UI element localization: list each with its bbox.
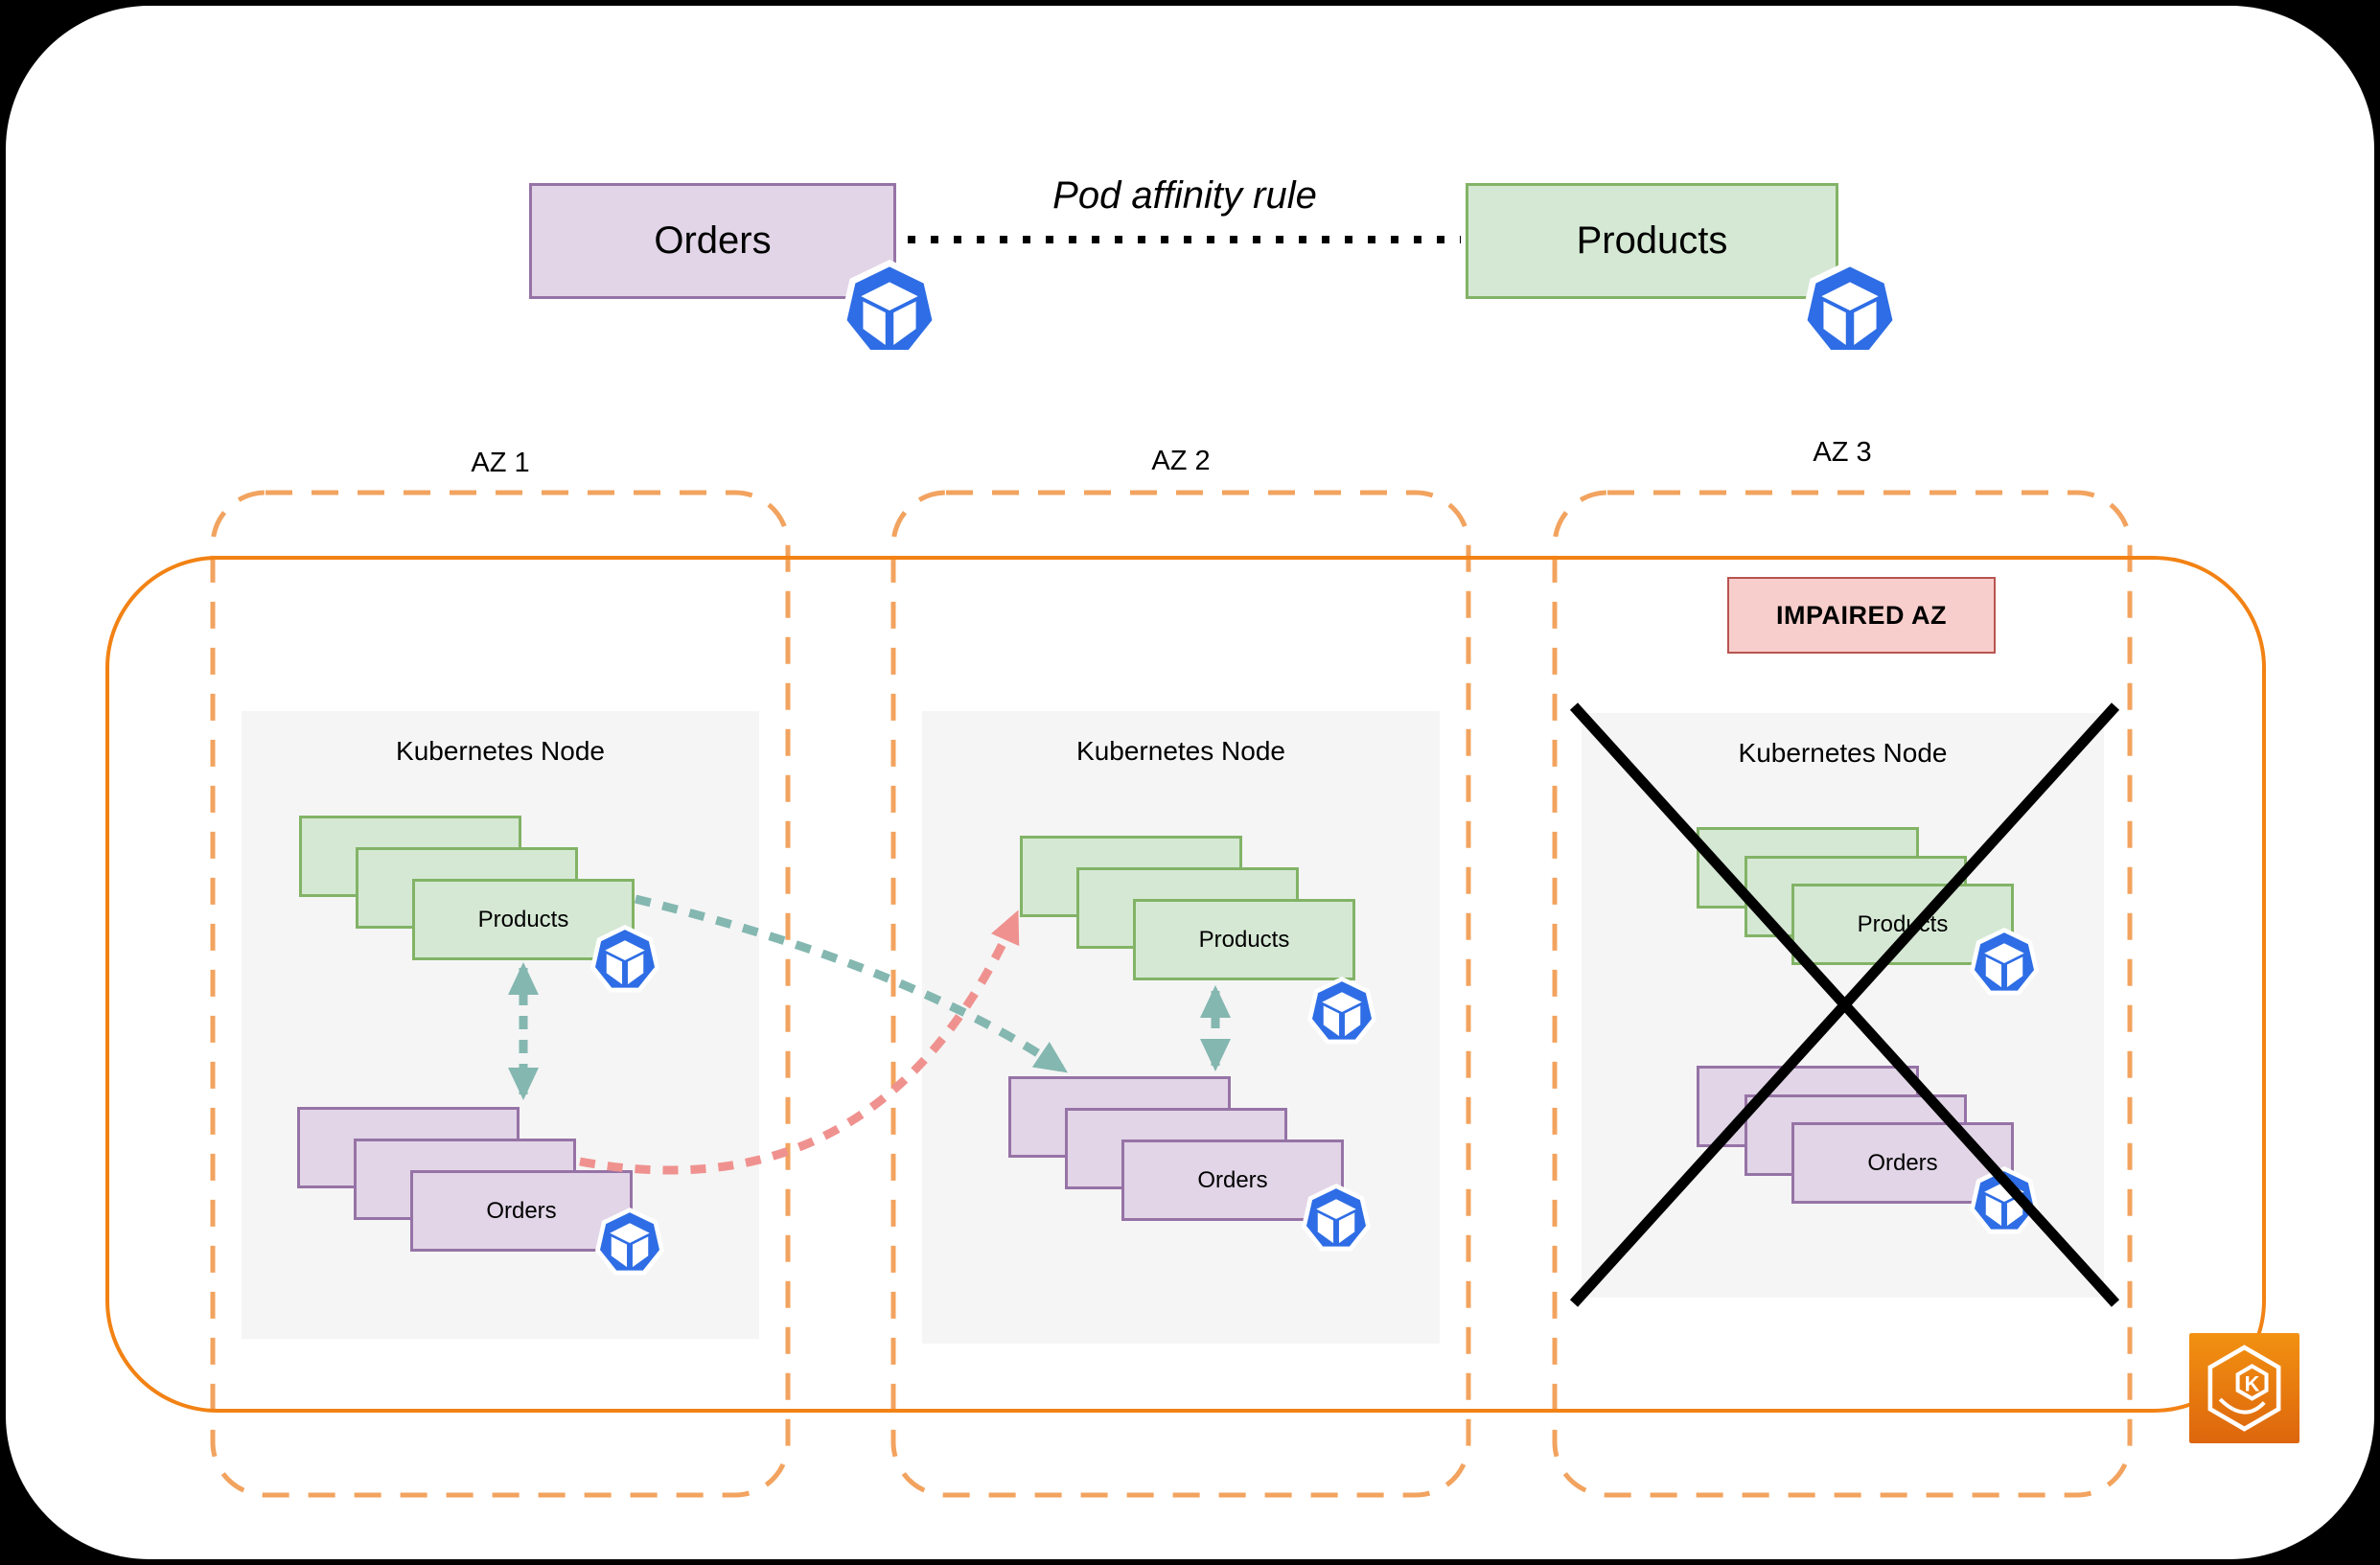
products-service-box: Products: [1466, 183, 1838, 299]
pod-label: Orders: [486, 1197, 557, 1224]
impaired-az-badge: IMPAIRED AZ: [1727, 577, 1996, 654]
eks-cluster-icon: K: [2189, 1333, 2299, 1443]
kubernetes-pod-icon: [1969, 1166, 2040, 1234]
pod-front-box: Products: [1133, 899, 1355, 980]
node-title: Kubernetes Node: [1738, 738, 1948, 768]
node-title: Kubernetes Node: [396, 736, 605, 766]
orders-pod-stack-az2: Orders: [1008, 1076, 1346, 1223]
node-title: Kubernetes Node: [1076, 736, 1285, 766]
pod-label: Products: [477, 906, 569, 932]
az3-label: AZ 3: [1813, 437, 1872, 468]
az2-label: AZ 2: [1151, 446, 1211, 476]
pod-label: Orders: [1197, 1166, 1268, 1193]
kubernetes-pod-icon: [589, 925, 660, 993]
orders-service-label: Orders: [654, 219, 772, 262]
pod-affinity-rule-label: Pod affinity rule: [1052, 174, 1317, 217]
eks-icon-letter: K: [2245, 1371, 2260, 1395]
kubernetes-pod-icon: [1969, 928, 2040, 996]
kubernetes-pod-icon: [1306, 977, 1377, 1045]
pod-label: Orders: [1867, 1149, 1938, 1176]
kubernetes-pod-icon: [1800, 260, 1900, 357]
kubernetes-pod-icon: [840, 260, 939, 357]
products-pod-stack-az1: Products: [299, 816, 636, 962]
orders-pod-stack-az1: Orders: [297, 1107, 635, 1254]
products-service-label: Products: [1576, 219, 1728, 262]
orders-service-box: Orders: [529, 183, 896, 299]
kubernetes-pod-icon: [1301, 1184, 1372, 1252]
kubernetes-pod-icon: [594, 1208, 665, 1276]
az1-label: AZ 1: [471, 448, 530, 478]
pod-label: Products: [1857, 910, 1949, 937]
products-pod-stack-az2: Products: [1020, 836, 1357, 982]
pod-label: Products: [1198, 926, 1290, 953]
